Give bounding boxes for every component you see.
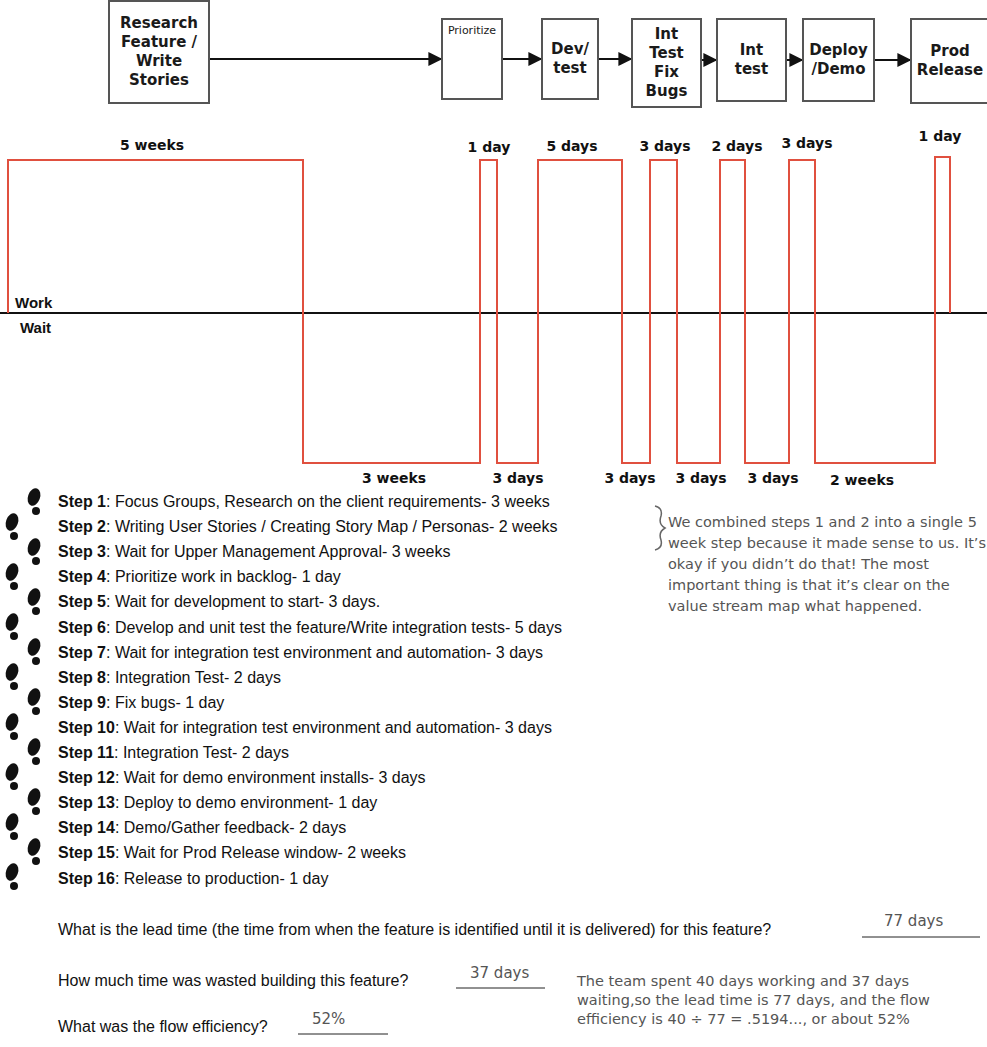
step-text: : Wait for integration test environment … bbox=[115, 719, 552, 736]
step-number: Step 11 bbox=[58, 744, 114, 761]
step-text: : Deploy to demo environment- 1 day bbox=[115, 794, 377, 811]
question: What was the flow efficiency? bbox=[58, 1017, 268, 1037]
step-text: : Develop and unit test the feature/Writ… bbox=[106, 619, 562, 636]
step-text: : Fix bugs- 1 day bbox=[106, 694, 224, 711]
step-text: : Wait for demo environment installs- 3 … bbox=[115, 769, 426, 786]
flow-arrow bbox=[599, 58, 631, 60]
process-box: Int Test Fix Bugs bbox=[631, 18, 702, 108]
step-text: : Focus Groups, Research on the client r… bbox=[106, 493, 550, 510]
box-label: Prod Release bbox=[916, 42, 984, 80]
wait-duration: 2 weeks bbox=[830, 471, 894, 489]
flow-arrow bbox=[787, 59, 802, 61]
box-label: Research Feature / Write Stories bbox=[114, 14, 204, 90]
box-label: Dev/ test bbox=[547, 40, 593, 78]
bracket bbox=[655, 506, 665, 550]
step-number: Step 5 bbox=[58, 593, 106, 610]
step-number: Step 7 bbox=[58, 644, 106, 661]
step-line: Step 10: Wait for integration test envir… bbox=[58, 718, 552, 738]
process-box: Prioritize bbox=[441, 18, 503, 100]
step-text: : Demo/Gather feedback- 2 days bbox=[115, 819, 346, 836]
step-text: : Wait for Upper Management Approval- 3 … bbox=[106, 543, 450, 560]
step-text: : Wait for integration test environment … bbox=[106, 644, 543, 661]
flow-arrow bbox=[875, 59, 910, 61]
step-text: : Wait for Prod Release window- 2 weeks bbox=[115, 844, 406, 861]
work-label: Work bbox=[15, 294, 52, 312]
flow-arrow bbox=[702, 59, 716, 61]
step-number: Step 4 bbox=[58, 568, 106, 585]
box-label: Prioritize bbox=[448, 24, 496, 38]
handwritten-note: We combined steps 1 and 2 into a single … bbox=[668, 512, 986, 617]
step-number: Step 2 bbox=[58, 518, 106, 535]
step-line: Step 6: Develop and unit test the featur… bbox=[58, 618, 562, 638]
wait-duration: 3 days bbox=[675, 469, 726, 487]
step-number: Step 6 bbox=[58, 619, 106, 636]
step-number: Step 16 bbox=[58, 870, 115, 887]
work-wait-axis bbox=[0, 312, 987, 314]
step-number: Step 10 bbox=[58, 719, 115, 736]
step-line: Step 12: Wait for demo environment insta… bbox=[58, 768, 426, 788]
wait-duration: 3 days bbox=[604, 469, 655, 487]
step-text: : Integration Test- 2 days bbox=[114, 744, 289, 761]
step-number: Step 14 bbox=[58, 819, 115, 836]
answer-line bbox=[456, 988, 545, 989]
step-line: Step 9: Fix bugs- 1 day bbox=[58, 693, 224, 713]
step-line: Step 16: Release to production- 1 day bbox=[58, 869, 328, 889]
step-number: Step 13 bbox=[58, 794, 115, 811]
process-box: Prod Release bbox=[910, 18, 987, 104]
step-number: Step 3 bbox=[58, 543, 106, 560]
answer: 77 days bbox=[884, 912, 943, 930]
answer-line bbox=[862, 937, 980, 938]
process-box: Dev/ test bbox=[541, 18, 599, 100]
answer: 52% bbox=[312, 1010, 345, 1028]
step-text: : Integration Test- 2 days bbox=[106, 669, 281, 686]
process-box: Int test bbox=[716, 18, 787, 102]
step-number: Step 15 bbox=[58, 844, 115, 861]
step-line: Step 7: Wait for integration test enviro… bbox=[58, 643, 543, 663]
step-line: Step 11: Integration Test- 2 days bbox=[58, 743, 289, 763]
process-box: Deploy /Demo bbox=[802, 18, 875, 102]
step-text: : Release to production- 1 day bbox=[115, 870, 328, 887]
answer: 37 days bbox=[470, 964, 529, 982]
box-label: Int test bbox=[722, 41, 781, 79]
flow-arrow bbox=[503, 58, 541, 60]
step-text: : Prioritize work in backlog- 1 day bbox=[106, 568, 341, 585]
work-duration: 3 days bbox=[781, 134, 832, 152]
question: What is the lead time (the time from whe… bbox=[58, 920, 771, 940]
work-duration: 1 day bbox=[468, 138, 511, 156]
step-line: Step 2: Writing User Stories / Creating … bbox=[58, 517, 557, 537]
step-number: Step 12 bbox=[58, 769, 115, 786]
work-wait-waveform bbox=[8, 157, 950, 463]
wait-duration: 3 days bbox=[492, 469, 543, 487]
step-line: Step 13: Deploy to demo environment- 1 d… bbox=[58, 793, 377, 813]
work-duration: 2 days bbox=[711, 137, 762, 155]
box-label: Deploy /Demo bbox=[808, 41, 869, 79]
flow-arrow bbox=[210, 58, 441, 60]
handwritten-note: The team spent 40 days working and 37 da… bbox=[577, 972, 982, 1029]
step-number: Step 9 bbox=[58, 694, 106, 711]
step-line: Step 14: Demo/Gather feedback- 2 days bbox=[58, 818, 346, 838]
step-line: Step 4: Prioritize work in backlog- 1 da… bbox=[58, 567, 341, 587]
step-text: : Writing User Stories / Creating Story … bbox=[106, 518, 557, 535]
work-duration: 1 day bbox=[919, 127, 962, 145]
step-number: Step 1 bbox=[58, 493, 106, 510]
step-line: Step 8: Integration Test- 2 days bbox=[58, 668, 281, 688]
step-text: : Wait for development to start- 3 days. bbox=[106, 593, 380, 610]
process-box: Research Feature / Write Stories bbox=[108, 0, 210, 104]
question: How much time was wasted building this f… bbox=[58, 971, 408, 991]
wait-label: Wait bbox=[20, 319, 51, 337]
step-line: Step 5: Wait for development to start- 3… bbox=[58, 592, 380, 612]
step-line: Step 3: Wait for Upper Management Approv… bbox=[58, 542, 450, 562]
step-line: Step 15: Wait for Prod Release window- 2… bbox=[58, 843, 406, 863]
work-duration: 5 days bbox=[546, 137, 597, 155]
box-label: Int Test Fix Bugs bbox=[637, 25, 696, 101]
answer-line bbox=[298, 1034, 388, 1035]
work-duration: 5 weeks bbox=[120, 136, 184, 154]
work-duration: 3 days bbox=[639, 137, 690, 155]
footprints bbox=[3, 486, 42, 890]
wait-duration: 3 days bbox=[747, 469, 798, 487]
step-line: Step 1: Focus Groups, Research on the cl… bbox=[58, 492, 550, 512]
wait-duration: 3 weeks bbox=[362, 469, 426, 487]
step-number: Step 8 bbox=[58, 669, 106, 686]
